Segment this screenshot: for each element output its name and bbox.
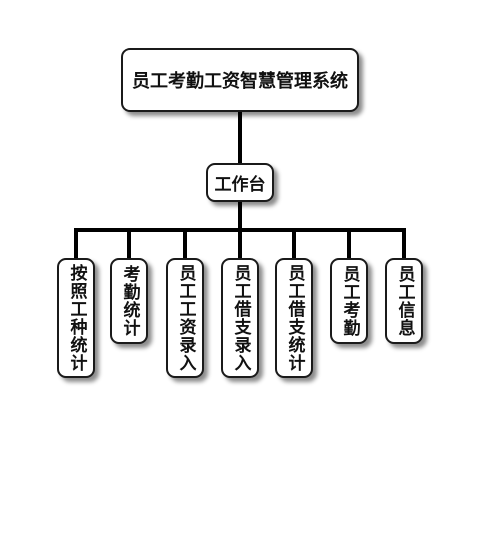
leaf-node-3: 员工工资录入	[166, 258, 204, 378]
leaf-node-label: 员工借支统计	[284, 264, 305, 372]
root-node: 员工考勤工资智慧管理系统	[121, 48, 359, 112]
connector-drop-6	[347, 228, 351, 258]
hub-node-label: 工作台	[214, 175, 266, 195]
connector-drop-4	[238, 228, 242, 258]
leaf-node-2: 考勤统计	[110, 258, 148, 344]
leaf-node-6: 员工考勤	[330, 258, 368, 344]
leaf-node-label: 按照工种统计	[66, 264, 87, 372]
leaf-node-label: 员工工资录入	[175, 264, 196, 372]
leaf-node-label: 员工信息	[394, 265, 415, 337]
connector-drop-2	[127, 228, 131, 258]
leaf-node-1: 按照工种统计	[57, 258, 95, 378]
connector-drop-3	[183, 228, 187, 258]
hub-node: 工作台	[206, 163, 274, 202]
root-node-label: 员工考勤工资智慧管理系统	[132, 71, 348, 92]
connector-drop-5	[292, 228, 296, 258]
connector-hub-bus	[238, 202, 242, 230]
leaf-node-label: 员工考勤	[339, 265, 360, 337]
connector-drop-1	[74, 228, 78, 258]
leaf-node-7: 员工信息	[385, 258, 423, 344]
connector-drop-7	[402, 228, 406, 258]
leaf-node-label: 考勤统计	[119, 265, 140, 337]
leaf-node-5: 员工借支统计	[275, 258, 313, 378]
connector-root-hub	[238, 112, 242, 163]
leaf-node-4: 员工借支录入	[221, 258, 259, 378]
leaf-node-label: 员工借支录入	[230, 264, 251, 372]
